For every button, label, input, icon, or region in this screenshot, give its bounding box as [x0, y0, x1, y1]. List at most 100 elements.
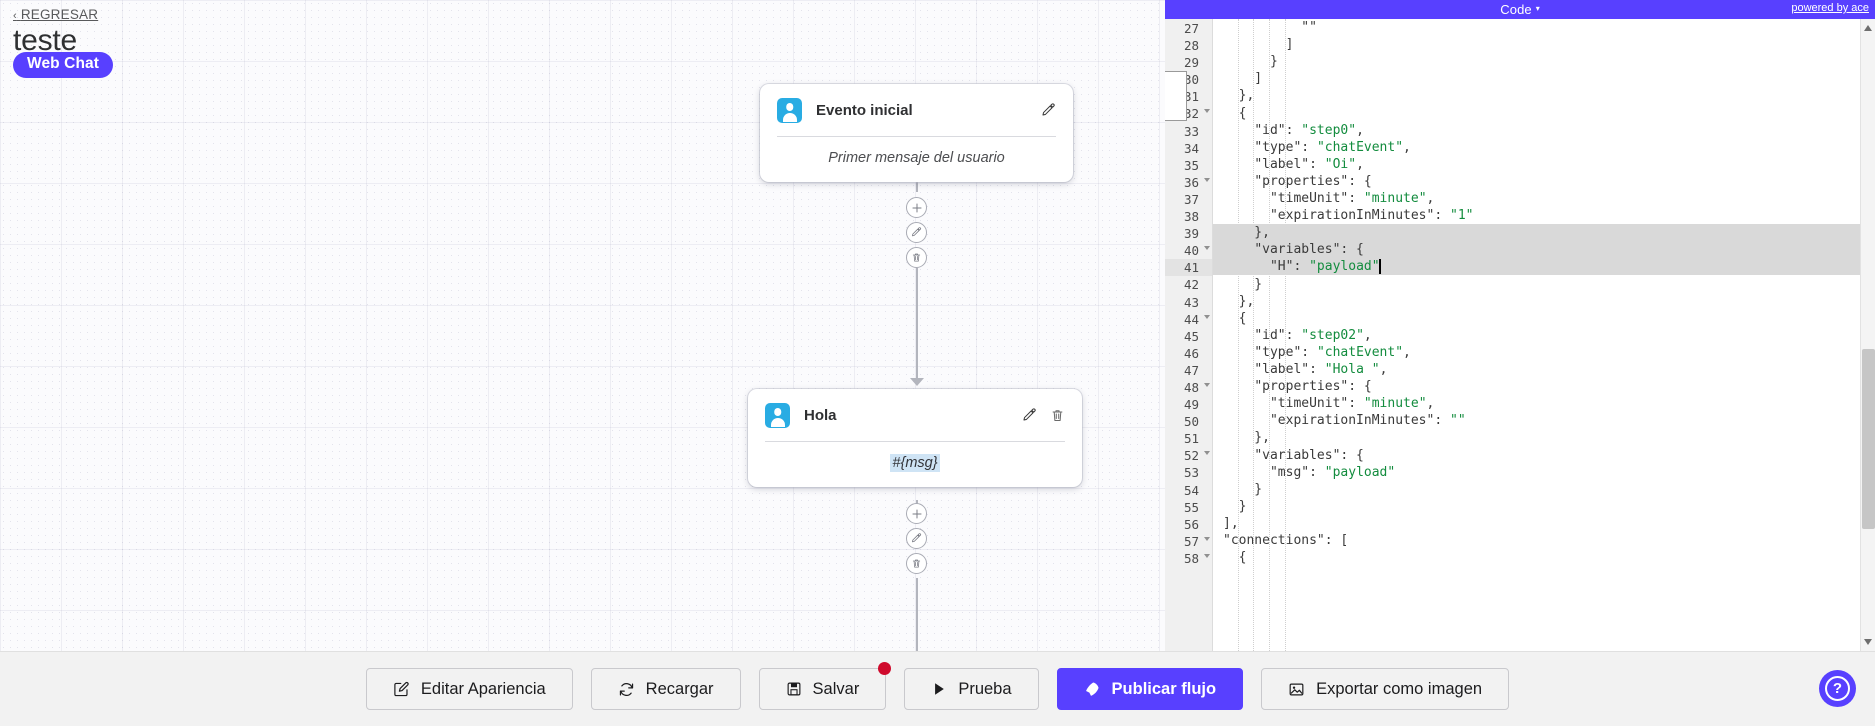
- code-line[interactable]: }: [1223, 54, 1278, 70]
- code-line[interactable]: "timeUnit": "minute",: [1269, 191, 1435, 206]
- gutter-line-number[interactable]: 32: [1165, 105, 1212, 122]
- code-line[interactable]: "variables": {: [1254, 447, 1364, 463]
- code-line[interactable]: "H": "payload": [1213, 258, 1875, 276]
- gutter-line-number[interactable]: 47: [1183, 362, 1199, 378]
- edit-icon[interactable]: [906, 222, 927, 243]
- gutter-line-number[interactable]: 28: [1183, 38, 1199, 54]
- fold-toggle-icon[interactable]: [1204, 553, 1210, 558]
- fold-toggle-icon[interactable]: [1204, 451, 1210, 456]
- edit-appearance-button[interactable]: Editar Apariencia: [365, 668, 573, 710]
- gutter-line-number[interactable]: 31: [1183, 89, 1199, 105]
- code-line[interactable]: "type": "chatEvent",: [1254, 344, 1411, 360]
- code-line[interactable]: ]: [1223, 37, 1294, 53]
- code-line[interactable]: "type": "chatEvent",: [1254, 139, 1411, 155]
- scrollbar-thumb[interactable]: [1862, 349, 1875, 529]
- code-line[interactable]: },: [1223, 430, 1270, 446]
- editor-vertical-scrollbar[interactable]: [1860, 19, 1875, 651]
- code-line[interactable]: {: [1223, 105, 1247, 121]
- gutter-line-number[interactable]: 41: [1165, 259, 1212, 277]
- code-line[interactable]: "expirationInMinutes": "": [1269, 413, 1466, 429]
- gutter-line-number[interactable]: 57: [1165, 533, 1212, 550]
- reload-button[interactable]: Recargar: [590, 668, 741, 710]
- code-line[interactable]: "msg": "payload": [1269, 464, 1396, 480]
- code-panel-title[interactable]: Code: [1500, 2, 1532, 17]
- fold-toggle-icon[interactable]: [1204, 382, 1210, 387]
- code-line[interactable]: "variables": {: [1213, 241, 1875, 259]
- code-line[interactable]: "properties": {: [1254, 379, 1372, 395]
- edit-icon[interactable]: [1022, 407, 1037, 424]
- gutter-line-number[interactable]: 42: [1183, 277, 1199, 293]
- gutter-line-number[interactable]: 27: [1183, 21, 1199, 36]
- scroll-up-arrow-icon[interactable]: [1864, 25, 1872, 31]
- code-line[interactable]: },: [1223, 293, 1255, 309]
- gutter-line-number[interactable]: 56: [1183, 516, 1199, 532]
- gutter-line-number[interactable]: 54: [1183, 482, 1199, 498]
- gutter-line-number[interactable]: 29: [1183, 55, 1199, 71]
- powered-by-ace-link[interactable]: powered by ace: [1791, 2, 1869, 14]
- code-line[interactable]: "timeUnit": "minute",: [1269, 396, 1435, 412]
- code-line[interactable]: "label": "Oi",: [1254, 156, 1364, 172]
- code-line[interactable]: "connections": [: [1223, 533, 1349, 548]
- code-line[interactable]: "expirationInMinutes": "1": [1269, 208, 1474, 224]
- flow-node-hola[interactable]: Hola #{msg}: [748, 389, 1082, 487]
- code-line[interactable]: }: [1223, 498, 1247, 514]
- gutter-line-number[interactable]: 38: [1183, 209, 1199, 225]
- editor-code-area[interactable]: "" ] } ] }, { "id": "step0", "type": "ch…: [1213, 19, 1875, 651]
- code-line[interactable]: {: [1223, 550, 1247, 566]
- add-icon[interactable]: [906, 197, 927, 218]
- gutter-line-number[interactable]: 39: [1183, 226, 1199, 242]
- help-button[interactable]: ?: [1819, 670, 1856, 707]
- edit-icon[interactable]: [1041, 102, 1056, 119]
- test-button[interactable]: Prueba: [904, 668, 1039, 710]
- delete-icon[interactable]: [906, 553, 927, 574]
- export-as-image-button[interactable]: Exportar como imagen: [1261, 668, 1510, 710]
- gutter-line-number[interactable]: 49: [1183, 397, 1199, 413]
- delete-icon[interactable]: [1050, 408, 1065, 424]
- gutter-line-number[interactable]: 40: [1165, 242, 1212, 259]
- code-line[interactable]: "properties": {: [1254, 173, 1372, 189]
- gutter-line-number[interactable]: 36: [1165, 174, 1212, 191]
- flow-canvas[interactable]: ‹ REGRESAR teste Web Chat Evento inicial…: [0, 0, 1165, 651]
- gutter-line-number[interactable]: 46: [1183, 345, 1199, 361]
- gutter-line-number[interactable]: 48: [1165, 379, 1212, 396]
- fold-toggle-icon[interactable]: [1204, 177, 1210, 182]
- gutter-line-number[interactable]: 35: [1183, 157, 1199, 173]
- code-line[interactable]: }: [1223, 481, 1263, 497]
- code-line[interactable]: "id": "step02",: [1254, 327, 1372, 343]
- save-button[interactable]: Salvar: [758, 662, 892, 710]
- gutter-line-number[interactable]: 34: [1183, 140, 1199, 156]
- scroll-down-arrow-icon[interactable]: [1864, 639, 1872, 645]
- code-line[interactable]: },: [1223, 88, 1255, 104]
- gutter-line-number[interactable]: 50: [1183, 414, 1199, 430]
- code-line[interactable]: ]: [1223, 71, 1263, 87]
- delete-icon[interactable]: [906, 247, 927, 268]
- code-line[interactable]: {: [1223, 310, 1247, 326]
- flow-node-evento-inicial[interactable]: Evento inicial Primer mensaje del usuari…: [760, 84, 1073, 182]
- fold-toggle-icon[interactable]: [1204, 109, 1210, 114]
- gutter-line-number[interactable]: 44: [1165, 311, 1212, 328]
- fold-toggle-icon[interactable]: [1204, 314, 1210, 319]
- code-line[interactable]: }: [1223, 276, 1263, 292]
- gutter-line-number[interactable]: 55: [1183, 499, 1199, 515]
- publish-flow-button[interactable]: Publicar flujo: [1056, 668, 1244, 710]
- gutter-line-number[interactable]: 51: [1183, 431, 1199, 447]
- code-fold-widget[interactable]: ❯: [1165, 71, 1187, 122]
- add-icon[interactable]: [906, 503, 927, 524]
- fold-toggle-icon[interactable]: [1204, 246, 1210, 251]
- gutter-line-number[interactable]: 43: [1183, 294, 1199, 310]
- code-line[interactable]: "id": "step0",: [1254, 122, 1364, 138]
- code-line[interactable]: ],: [1223, 515, 1239, 531]
- gutter-line-number[interactable]: 33: [1183, 123, 1199, 139]
- chevron-down-icon[interactable]: ▾: [1535, 4, 1540, 13]
- code-line[interactable]: },: [1213, 224, 1875, 242]
- back-link[interactable]: ‹ REGRESAR: [13, 7, 98, 22]
- code-line[interactable]: "label": "Hola ",: [1254, 362, 1388, 377]
- gutter-line-number[interactable]: 52: [1165, 447, 1212, 464]
- code-line[interactable]: "": [1301, 20, 1317, 35]
- gutter-line-number[interactable]: 58: [1165, 550, 1212, 567]
- fold-toggle-icon[interactable]: [1204, 536, 1210, 541]
- gutter-line-number[interactable]: 30: [1183, 72, 1199, 88]
